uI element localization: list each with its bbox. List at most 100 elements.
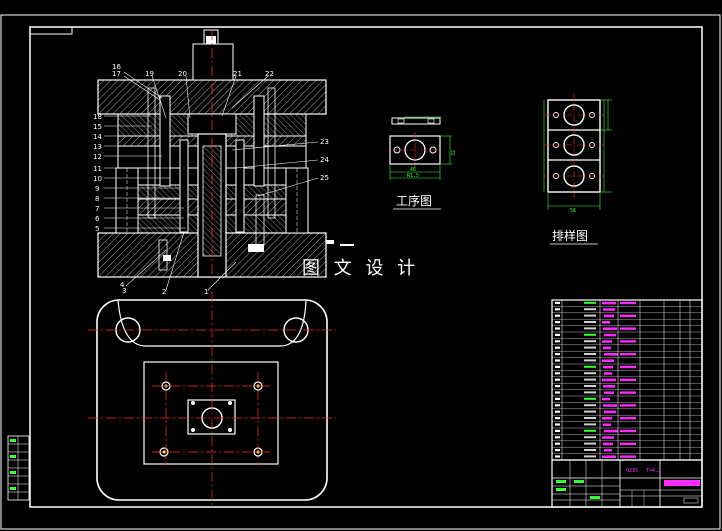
part-label-12: 12 [93, 153, 102, 161]
bom-highlight-mark [603, 423, 611, 426]
part-labels: 1 2 3 4 5 6 7 8 9 10 11 12 13 14 15 16 1… [93, 63, 329, 296]
bom-material-mark [620, 404, 636, 407]
title-material: Q235 [626, 468, 638, 474]
bom-index-mark [555, 321, 560, 324]
part-label-25: 25 [320, 174, 329, 182]
part-label-10: 10 [93, 175, 102, 183]
bom-name-mark [584, 301, 596, 304]
bom-highlight-mark [604, 449, 612, 452]
bom-material-mark [620, 301, 636, 305]
part-label-21: 21 [233, 70, 242, 78]
bom-name-mark [584, 423, 596, 426]
bom-name-mark [584, 353, 596, 355]
process-drawing-label: 工序图 [396, 193, 432, 208]
bom-highlight-mark [603, 404, 617, 407]
bom-highlight-mark [604, 314, 614, 318]
part-label-7: 7 [95, 205, 99, 213]
bom-highlight-mark [602, 321, 610, 324]
part-label-8: 8 [95, 195, 99, 203]
bom-highlight-mark [604, 372, 612, 375]
bom-index-mark [555, 353, 560, 356]
bom-index-mark [555, 314, 560, 317]
bom-index-mark [555, 372, 560, 375]
part-label-19: 19 [145, 70, 154, 78]
part-label-16: 16 [112, 63, 121, 71]
bom-name-mark [584, 378, 596, 381]
bom-index-mark [555, 359, 560, 362]
bom-material-mark [620, 378, 636, 381]
part-label-11: 11 [93, 165, 102, 173]
bom-highlight-mark [602, 436, 614, 439]
bom-highlight-mark [603, 346, 611, 350]
outer-frame [0, 14, 721, 530]
part-label-18: 18 [93, 113, 102, 121]
strip-layout: 56 [543, 94, 612, 245]
part-label-1: 1 [204, 288, 208, 296]
bom-index-mark [555, 397, 560, 400]
strip-layout-label: 排样图 [552, 228, 588, 243]
part-label-15: 15 [93, 123, 102, 131]
bom-name-mark [584, 372, 596, 375]
bom-highlight-mark [603, 327, 617, 330]
bom-highlight-mark [604, 410, 616, 414]
bom-index-mark [555, 365, 560, 368]
process-drawing: 46 R1.5 32 [388, 116, 457, 210]
bom-material-mark [620, 365, 636, 369]
bom-name-mark [584, 436, 596, 439]
bom-index-mark [555, 391, 560, 394]
part-label-4: 4 [120, 281, 125, 289]
plan-view [88, 292, 336, 505]
part-label-24: 24 [320, 156, 329, 164]
bom-name-mark [584, 333, 596, 336]
bom-material-mark [620, 429, 636, 433]
bom-index-mark [555, 442, 560, 445]
bom-highlight-mark [602, 340, 612, 343]
bom-material-mark [620, 353, 636, 356]
part-label-3: 3 [122, 287, 126, 295]
bom-name-mark [584, 417, 596, 419]
bom-name-mark [584, 397, 596, 400]
bom-highlight-mark [602, 397, 610, 401]
bom-name-mark [584, 365, 596, 368]
bom-highlight-mark [602, 417, 612, 420]
bom-name-mark [584, 410, 596, 413]
title-thickness: T=4.2 [646, 468, 661, 474]
bom-name-mark [584, 308, 596, 311]
bom-name-mark [584, 327, 596, 330]
bom-index-mark [555, 449, 560, 452]
bom-material-mark [620, 340, 636, 343]
part-label-5: 5 [95, 225, 99, 233]
bom-highlight-mark [602, 359, 614, 362]
bom-highlight-mark [602, 378, 616, 382]
part-label-13: 13 [93, 143, 102, 151]
part-label-14: 14 [93, 133, 102, 141]
bom-highlight-mark [603, 365, 613, 369]
part-label-17: 17 [112, 70, 121, 78]
binding-strip [7, 435, 30, 501]
bom-name-mark [584, 346, 596, 349]
bom-index-mark [555, 404, 560, 407]
bom-material-mark [620, 391, 636, 394]
bom-highlight-mark [604, 353, 618, 356]
svg-text:46: 46 [410, 167, 416, 173]
bom-index-mark [555, 385, 560, 388]
bom-index-mark [555, 436, 560, 439]
bom-highlight-mark [604, 429, 618, 433]
bom-index-mark [555, 346, 560, 349]
bom-index-mark [555, 455, 560, 458]
bom-index-mark [555, 308, 560, 311]
bom-name-mark [584, 359, 596, 362]
bom-index-mark [555, 410, 560, 413]
bom-name-mark [584, 385, 596, 387]
bom-index-mark [555, 417, 560, 420]
bom-material-mark [620, 417, 636, 420]
bom-highlight-mark [603, 385, 615, 388]
bom-highlight-mark [602, 455, 616, 458]
bom-name-mark [584, 442, 596, 445]
svg-text:R1.5: R1.5 [407, 173, 419, 179]
svg-text:56: 56 [570, 208, 576, 214]
bom-name-mark [584, 321, 596, 323]
bom-index-mark [555, 429, 560, 432]
bom-material-mark [620, 314, 636, 317]
